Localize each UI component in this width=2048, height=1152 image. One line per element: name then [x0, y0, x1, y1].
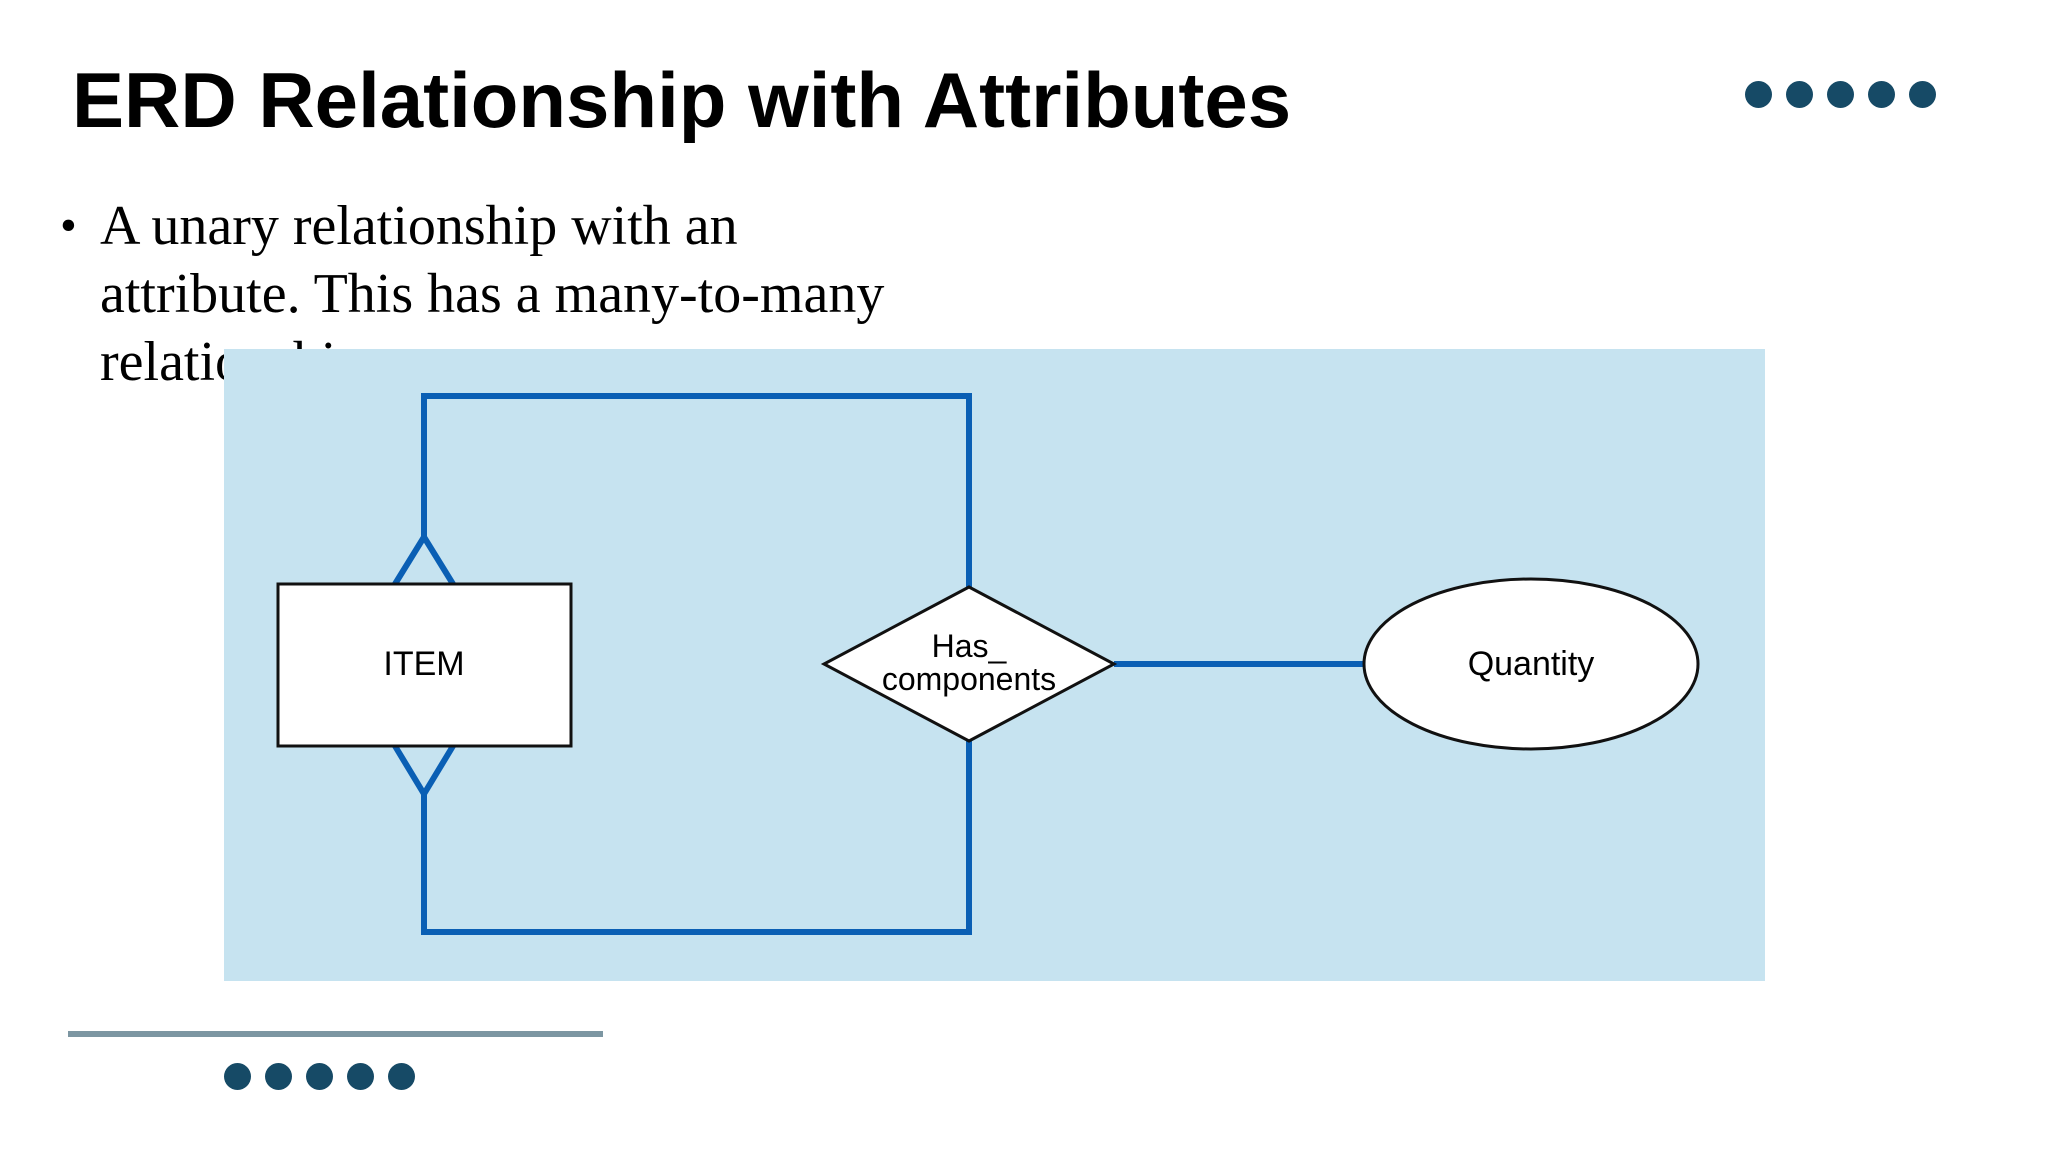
decorative-dot	[347, 1063, 374, 1090]
upper-loop-connector	[421, 393, 972, 587]
decorative-dot	[224, 1063, 251, 1090]
crows-foot-bottom	[392, 744, 456, 800]
slide-title: ERD Relationship with Attributes	[72, 56, 1292, 144]
entity-item-box	[276, 582, 573, 748]
decorative-dot	[306, 1063, 333, 1090]
decorative-dot	[388, 1063, 415, 1090]
lower-loop-connector	[421, 741, 972, 935]
relationship-diamond	[820, 585, 1118, 743]
decorative-dot	[1827, 81, 1854, 108]
decorative-dot	[1909, 81, 1936, 108]
decorative-dot	[265, 1063, 292, 1090]
crows-foot-top	[392, 531, 456, 586]
bullet-marker: •	[60, 199, 77, 252]
erd-diagram: ITEM Has_ components Quantity	[224, 349, 1765, 981]
attribute-ellipse	[1362, 577, 1700, 751]
decorative-dot	[1868, 81, 1895, 108]
decorative-dots-bottom	[224, 1063, 415, 1090]
relationship-label-line2: components	[882, 661, 1056, 697]
attribute-quantity-label: Quantity	[1468, 645, 1595, 683]
entity-item-label: ITEM	[383, 645, 464, 683]
decorative-dots-top	[1745, 81, 1936, 108]
decorative-dot	[1786, 81, 1813, 108]
divider-line	[68, 1031, 603, 1037]
decorative-dot	[1745, 81, 1772, 108]
relationship-label-line1: Has_	[932, 628, 1008, 664]
